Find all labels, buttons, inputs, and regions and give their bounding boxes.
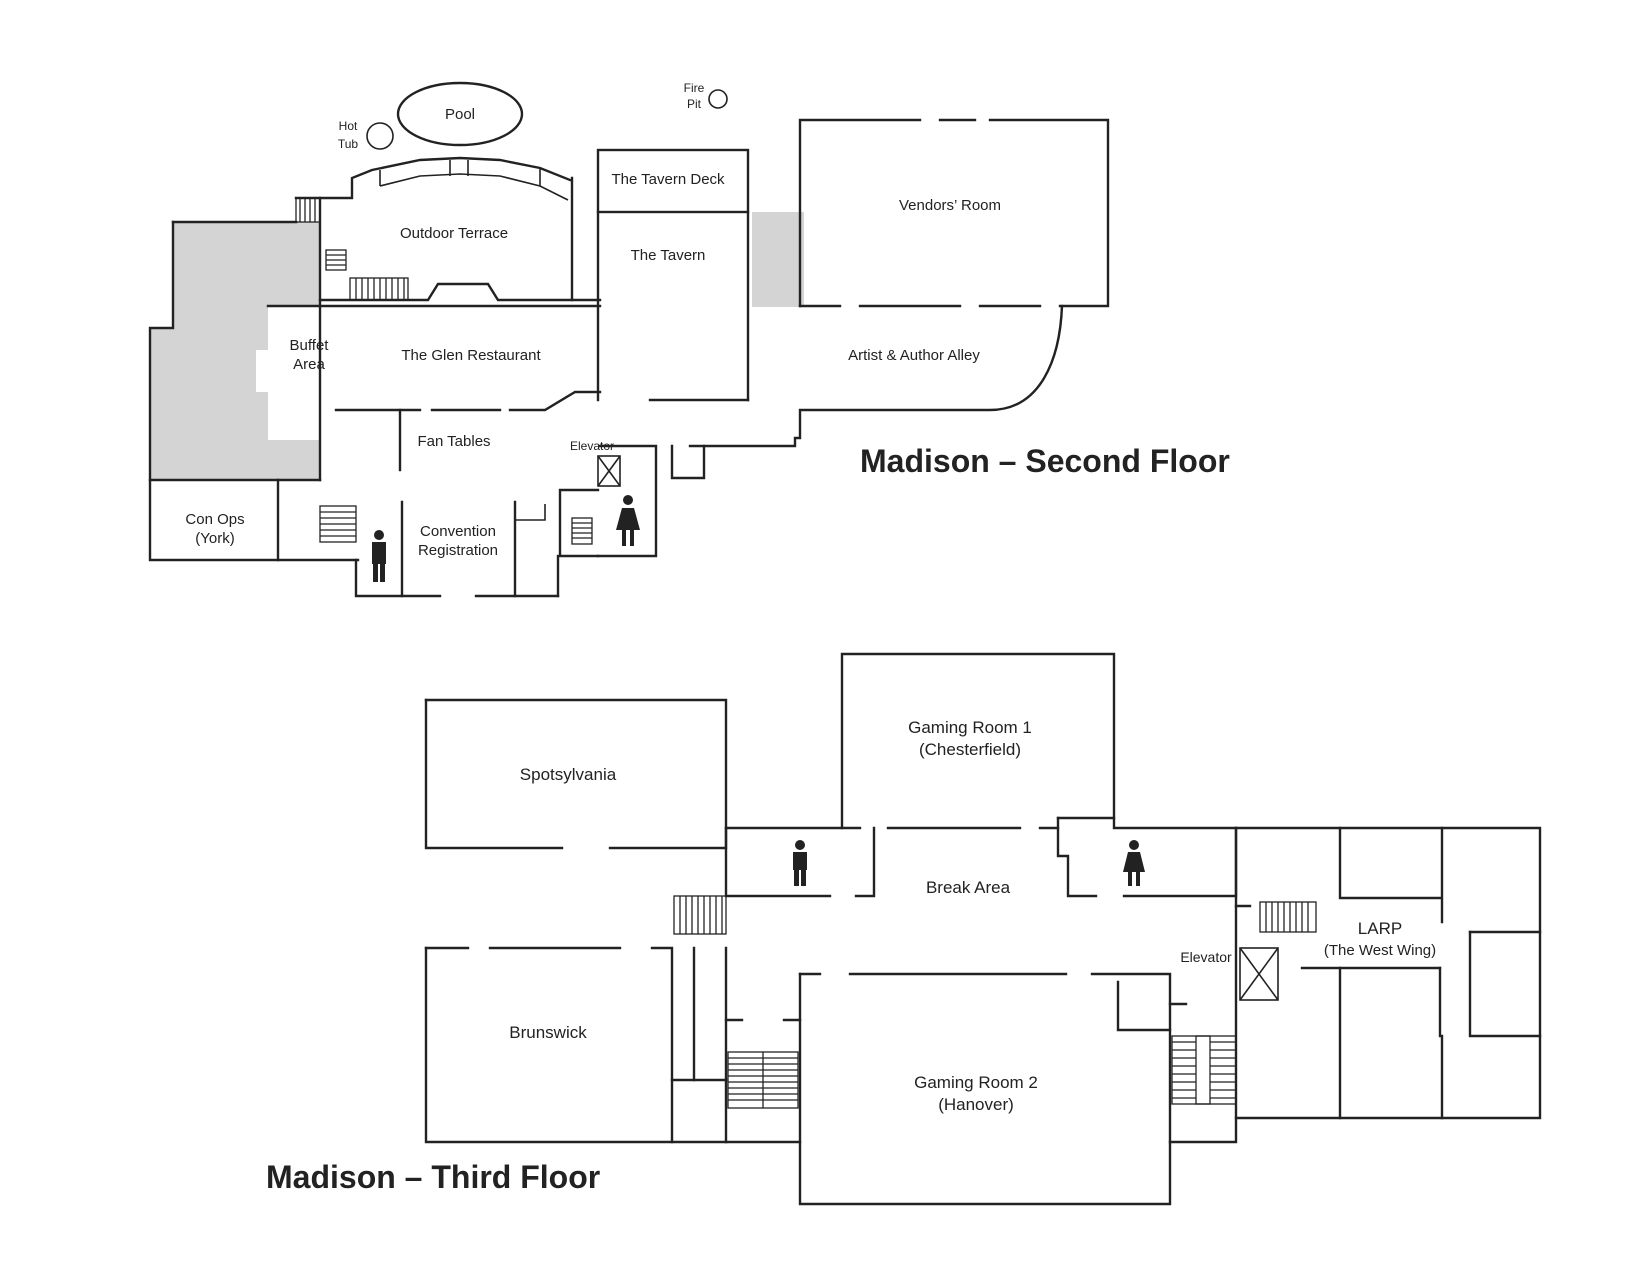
con-ops-label: Con Ops <box>185 511 244 528</box>
fire-pit-label: Fire <box>684 81 705 95</box>
wall <box>424 946 674 1144</box>
tavern-deck-label: The Tavern Deck <box>611 171 725 188</box>
restroom-women-icon <box>1123 840 1145 886</box>
registration-label: Convention <box>420 523 496 540</box>
wall <box>688 304 1064 448</box>
fan-tables-label: Fan Tables <box>417 433 490 450</box>
second-floor-title: Madison – Second Floor <box>860 443 1230 479</box>
pool-shape <box>396 81 524 147</box>
wall <box>1056 816 1098 898</box>
larp-label: LARP <box>1358 919 1402 938</box>
restroom-men-icon <box>793 840 807 886</box>
wall <box>1234 826 1542 1120</box>
wall <box>1056 816 1238 898</box>
con-ops-label: (York) <box>195 530 234 547</box>
restroom-men-icon <box>372 530 386 582</box>
stairs-icon <box>1259 901 1317 933</box>
wall <box>670 444 706 480</box>
wall <box>424 698 728 850</box>
elevator-label: Elevator <box>570 439 614 453</box>
brunswick-label: Brunswick <box>509 1023 587 1042</box>
shaded-area-west <box>150 222 320 480</box>
wall <box>1168 826 1238 1144</box>
buffet-area-label: Buffet <box>290 337 330 354</box>
wall <box>840 652 1116 830</box>
stairs-icon <box>727 1051 799 1109</box>
outdoor-terrace-label: Outdoor Terrace <box>400 225 508 242</box>
stairs-icon <box>295 197 321 223</box>
wall <box>596 444 658 558</box>
wall <box>798 118 922 308</box>
wall <box>515 504 546 521</box>
elevator-icon <box>1239 947 1279 1001</box>
fire-pit-label: Pit <box>687 97 702 111</box>
stairs-icon <box>325 249 347 271</box>
hot-tub-label: Hot <box>339 119 358 133</box>
second-floor-plan: Pool Hot Tub Fire Pit Outdoor Terrace Th… <box>148 81 1230 598</box>
artist-alley-label: Artist & Author Alley <box>848 347 980 364</box>
stairs-icon <box>673 895 727 935</box>
glen-restaurant-label: The Glen Restaurant <box>401 347 541 364</box>
hot-tub-label: Tub <box>338 137 359 151</box>
break-area-label: Break Area <box>926 878 1011 897</box>
wall <box>354 558 442 598</box>
elevator-icon <box>597 455 621 487</box>
wall <box>424 698 564 850</box>
wall <box>508 390 602 412</box>
spotsylvania-label: Spotsylvania <box>520 765 617 784</box>
wall <box>294 156 572 200</box>
registration-label: Registration <box>418 542 498 559</box>
third-floor-plan: Spotsylvania Gaming Room 1 (Chesterfield… <box>266 652 1542 1206</box>
vendors-room-label: Vendors’ Room <box>899 197 1001 214</box>
wall <box>724 826 832 898</box>
stairs-icon <box>571 517 593 545</box>
wall <box>318 282 602 302</box>
tavern-label: The Tavern <box>631 247 706 264</box>
fire-pit-shape <box>708 89 728 109</box>
elevator-label: Elevator <box>1180 949 1232 965</box>
gaming-room-2-label: Gaming Room 2 <box>914 1073 1038 1092</box>
stairs-icon <box>1171 1035 1237 1105</box>
wall <box>1468 930 1542 1038</box>
shaded-area-connector <box>752 212 804 307</box>
wall <box>988 118 1110 308</box>
hot-tub-shape <box>366 122 394 150</box>
restroom-women-icon <box>616 495 640 546</box>
larp-label: (The West Wing) <box>1324 942 1436 959</box>
stairs-icon <box>349 277 409 301</box>
wall <box>1338 826 1442 900</box>
wall <box>379 173 569 201</box>
wall <box>596 148 750 214</box>
wall <box>558 488 600 558</box>
wall <box>798 972 1172 1206</box>
third-floor-title: Madison – Third Floor <box>266 1159 600 1195</box>
buffet-area-label: Area <box>293 356 325 373</box>
wall <box>148 220 360 562</box>
pool-label: Pool <box>445 106 475 123</box>
wall <box>1116 980 1172 1032</box>
stairs-icon <box>319 505 357 543</box>
gaming-room-1-label: Gaming Room 1 <box>908 718 1032 737</box>
gaming-room-2-label: (Hanover) <box>938 1095 1014 1114</box>
wall <box>854 826 876 898</box>
gaming-room-1-label: (Chesterfield) <box>919 740 1021 759</box>
